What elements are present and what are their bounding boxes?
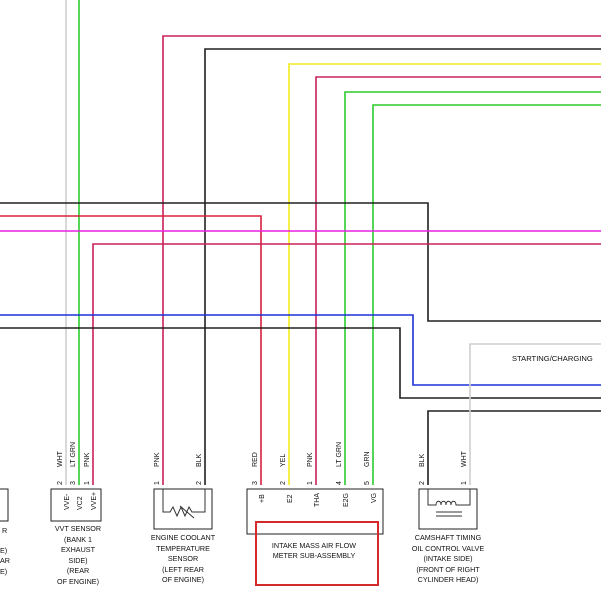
ocv-box xyxy=(418,488,478,530)
starting-charging-label: STARTING/CHARGING xyxy=(512,354,593,363)
ocv-pin-number-1: 1 xyxy=(461,481,468,485)
left-partial-caption-1: R xyxy=(2,526,7,535)
ocv-caption-3: (INTAKE SIDE) xyxy=(424,554,473,563)
wire-blk-ect xyxy=(204,48,601,485)
left-partial-caption-4: E) xyxy=(0,567,7,576)
ect-pin-number-2: 2 xyxy=(196,481,203,485)
wire-red-maf-b xyxy=(0,215,262,485)
wire-ltgrn-maf-e2g xyxy=(344,91,601,485)
solenoid-coil-symbol xyxy=(427,489,471,517)
maf-wire-color-pnk: PNK xyxy=(307,452,314,467)
left-partial-component: R E) AR E) xyxy=(0,488,10,576)
ect-caption-1: ENGINE COOLANT xyxy=(151,533,216,542)
vvt-wire-color-wht: WHT xyxy=(57,450,64,467)
left-partial-caption-3: AR xyxy=(0,556,10,565)
maf-pin-number-3: 3 xyxy=(252,481,259,485)
vvt-wire-color-ltgrn: LT GRN xyxy=(70,442,77,467)
ocv-caption-2: OIL CONTROL VALVE xyxy=(412,544,484,553)
ocv-wire-color-wht: WHT xyxy=(461,450,468,467)
maf-pin-name-e2: E2 xyxy=(287,494,294,503)
vvt-pin-name-vve-plus: VVE+ xyxy=(91,492,98,510)
wire-blk-ocv xyxy=(0,327,601,399)
wire-blue-through xyxy=(0,314,601,386)
maf-wire-color-red: RED xyxy=(252,452,259,467)
wire-pnk-maf-tha xyxy=(315,76,601,485)
ocv-caption-1: CAMSHAFT TIMING xyxy=(415,533,482,542)
ect-wire-color-blk: BLK xyxy=(196,453,203,467)
maf-pin-name-tha: THA xyxy=(314,493,321,507)
wire-blk-ocv-drop xyxy=(427,410,601,485)
wire-yel-maf-e2 xyxy=(288,63,601,485)
maf-pin-number-1: 1 xyxy=(307,481,314,485)
maf-pin-number-4: 4 xyxy=(336,481,343,485)
vvt-caption-3: EXHAUST xyxy=(61,545,96,554)
maf-meter-box xyxy=(246,488,384,535)
ocv-pin-number-2: 2 xyxy=(419,481,426,485)
maf-caption-1: INTAKE MASS AIR FLOW xyxy=(272,541,356,550)
maf-pin-name-e2g: E2G xyxy=(343,493,350,507)
ocv-wire-color-blk: BLK xyxy=(419,453,426,467)
ect-wire-color-pnk: PNK xyxy=(154,452,161,467)
vvt-pin-name-vve-minus: VVE- xyxy=(64,493,71,510)
ect-caption-4: (LEFT REAR xyxy=(162,565,204,574)
vvt-pin-name-vc2: VC2 xyxy=(77,496,84,510)
vvt-caption-5: (REAR xyxy=(67,566,89,575)
ect-caption-5: OF ENGINE) xyxy=(162,575,204,584)
maf-highlight-box xyxy=(255,521,379,586)
vvt-caption-2: (BANK 1 xyxy=(64,535,92,544)
left-partial-caption-2: E) xyxy=(0,546,7,555)
ocv-caption-5: CYLINDER HEAD) xyxy=(418,575,479,584)
maf-pin-number-2: 2 xyxy=(280,481,287,485)
maf-pin-name-vg: VG xyxy=(371,493,378,503)
maf-caption-2: METER SUB-ASSEMBLY xyxy=(273,551,356,560)
maf-pin-name-b: +B xyxy=(259,494,266,503)
vvt-sensor: WHT LT GRN PNK 2 3 1 VVE- VC2 VVE+ VVT S… xyxy=(50,442,102,586)
vvt-caption-4: SIDE) xyxy=(68,556,87,565)
vvt-caption-1: VVT SENSOR xyxy=(55,524,101,533)
ocv-caption-4: (FRONT OF RIGHT xyxy=(416,565,480,574)
maf-wire-color-grn: GRN xyxy=(364,451,371,467)
maf-meter: RED YEL PNK LT GRN GRN 3 2 1 4 5 +B E2 T… xyxy=(246,442,384,586)
ect-sensor: PNK BLK 1 2 ENGINE COOLANT TEMPERATURE S… xyxy=(151,452,216,584)
ocv: BLK WHT 2 1 CAMSHAFT TIMING OIL CONTROL … xyxy=(412,450,484,584)
wire-pnk-vvt xyxy=(92,243,601,485)
wire-blk-left-1 xyxy=(0,202,601,322)
vvt-wire-color-pnk: PNK xyxy=(84,452,91,467)
vvt-caption-6: OF ENGINE) xyxy=(57,577,99,586)
wire-pnk-ect xyxy=(162,35,601,485)
ect-caption-2: TEMPERATURE xyxy=(156,544,210,553)
ect-pin-number-1: 1 xyxy=(154,481,161,485)
maf-pin-number-5: 5 xyxy=(364,481,371,485)
maf-wire-color-yel: YEL xyxy=(280,454,287,467)
ect-caption-3: SENSOR xyxy=(168,554,198,563)
thermistor-symbol xyxy=(162,489,206,519)
maf-wire-color-ltgrn: LT GRN xyxy=(336,442,343,467)
wire-wht-ocv xyxy=(469,343,601,485)
wires xyxy=(0,0,601,485)
vvt-pin-number-2: 2 xyxy=(57,481,64,485)
wire-grn-maf-vg xyxy=(372,104,601,485)
vvt-sensor-box xyxy=(50,488,102,522)
vvt-pin-number-3: 3 xyxy=(70,481,77,485)
vvt-pin-number-1: 1 xyxy=(84,481,91,485)
